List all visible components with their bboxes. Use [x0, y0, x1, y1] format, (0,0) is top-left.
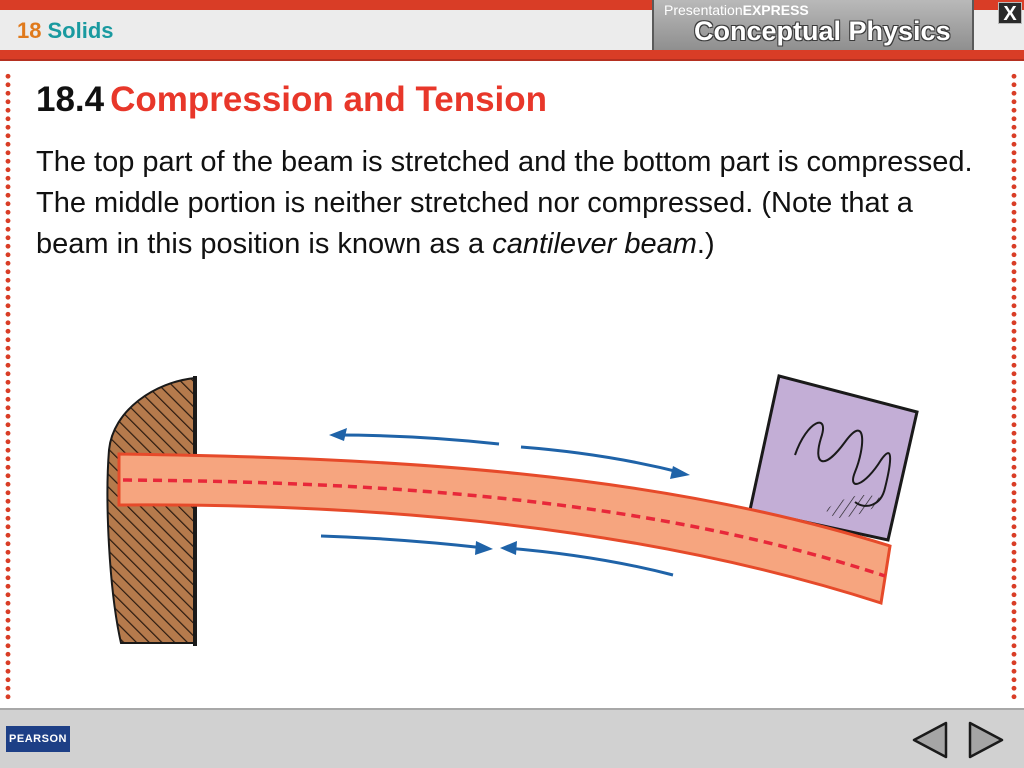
header-divider: [0, 59, 1024, 61]
left-dotted-border: [5, 72, 11, 700]
brand-title: Conceptual Physics: [694, 16, 951, 46]
neutral-axis: [122, 478, 886, 578]
right-dotted-border: [1011, 72, 1017, 700]
brand-subtitle: PresentationEXPRESS: [664, 2, 809, 18]
header-red-stripe-top: [0, 0, 1024, 10]
chapter-number: 18: [17, 18, 42, 43]
beam: [117, 452, 892, 605]
tension-arrow-left: [329, 428, 500, 446]
compression-arrow-left: [500, 541, 674, 577]
body-text-end: .): [696, 228, 715, 260]
body-text: The top part of the beam is stretched an…: [36, 142, 986, 265]
publisher-logo: PEARSON: [6, 726, 70, 752]
section-title: Compression and Tension: [110, 80, 548, 119]
slide-footer: PEARSON: [0, 708, 1024, 768]
body-text-main: The top part of the beam is stretched an…: [36, 146, 973, 260]
next-slide-button[interactable]: [966, 720, 1006, 760]
wall-support: [106, 376, 197, 646]
weight-block: [748, 374, 919, 542]
header-red-stripe-bottom: [0, 50, 1024, 59]
chapter-name: Solids: [47, 18, 114, 43]
cantilever-beam-figure: [106, 374, 919, 646]
previous-slide-button[interactable]: [910, 720, 950, 760]
section-number: 18.4: [36, 80, 105, 119]
close-button[interactable]: X: [998, 2, 1022, 25]
body-text-italic: cantilever beam: [492, 228, 697, 260]
compression-arrow-right: [320, 534, 493, 555]
tension-arrow-right: [520, 445, 690, 479]
brand-logo: PresentationEXPRESS Conceptual Physics: [652, 0, 974, 50]
